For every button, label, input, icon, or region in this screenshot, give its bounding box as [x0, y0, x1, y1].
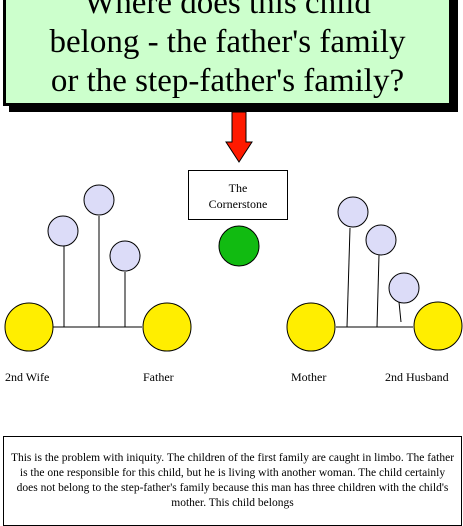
second-wife-circle — [4, 302, 54, 352]
description-box: This is the problem with iniquity. The c… — [3, 436, 462, 526]
connector-line — [398, 301, 402, 323]
child-circle-right-2 — [365, 224, 397, 256]
child-circle-right-3 — [388, 272, 420, 304]
connector-line — [346, 227, 351, 328]
title-line-3: or the step-father's family? — [50, 63, 405, 99]
mother-circle — [286, 302, 336, 352]
second-husband-label: 2nd Husband — [385, 370, 449, 384]
child-circle-left-2 — [83, 184, 115, 216]
child-circle-right-1 — [337, 196, 369, 228]
child-circle-left-3 — [109, 240, 141, 272]
father-label: Father — [143, 370, 174, 384]
family-diagram — [4, 111, 463, 352]
title-line-2: belong - the father's family — [49, 24, 406, 60]
title-banner: Where does this child belong - the fathe… — [3, 0, 452, 106]
second-wife-label: 2nd Wife — [5, 370, 50, 384]
connector-line — [376, 254, 380, 328]
title-line-1: Where does this child — [84, 0, 371, 21]
mother-label: Mother — [291, 370, 327, 384]
cornerstone-line-1: The — [228, 181, 248, 195]
title-text: Where does this child belong - the fathe… — [6, 0, 449, 101]
down-arrow — [225, 111, 253, 163]
cornerstone-box: The Cornerstone — [188, 170, 288, 220]
father-circle — [142, 302, 192, 352]
child-circle-left-1 — [47, 215, 79, 247]
cornerstone-circle — [218, 225, 260, 267]
description-text: This is the problem with iniquity. The c… — [10, 452, 455, 509]
second-husband-circle — [413, 301, 463, 351]
cornerstone-line-2: Cornerstone — [208, 197, 268, 211]
